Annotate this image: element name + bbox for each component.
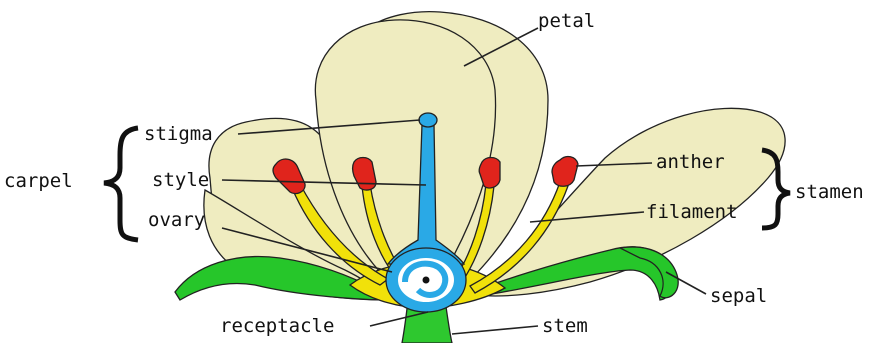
receptacle-label: receptacle [220,315,334,337]
anther-label: anther [656,151,725,173]
style-label: style [152,169,209,191]
petal-label: petal [538,10,595,32]
anther-4 [552,157,578,187]
ovary-label: ovary [148,209,205,231]
ovule [423,277,430,284]
carpel-label: carpel [4,170,73,192]
stamen-label: stamen [795,181,864,203]
filament-label: filament [646,201,738,223]
stigma-label: stigma [144,123,213,145]
stem-label: stem [542,315,588,337]
sepal-label: sepal [710,285,767,307]
stem-leader [452,326,538,334]
carpel-brace [104,128,138,240]
stigma [419,113,437,127]
